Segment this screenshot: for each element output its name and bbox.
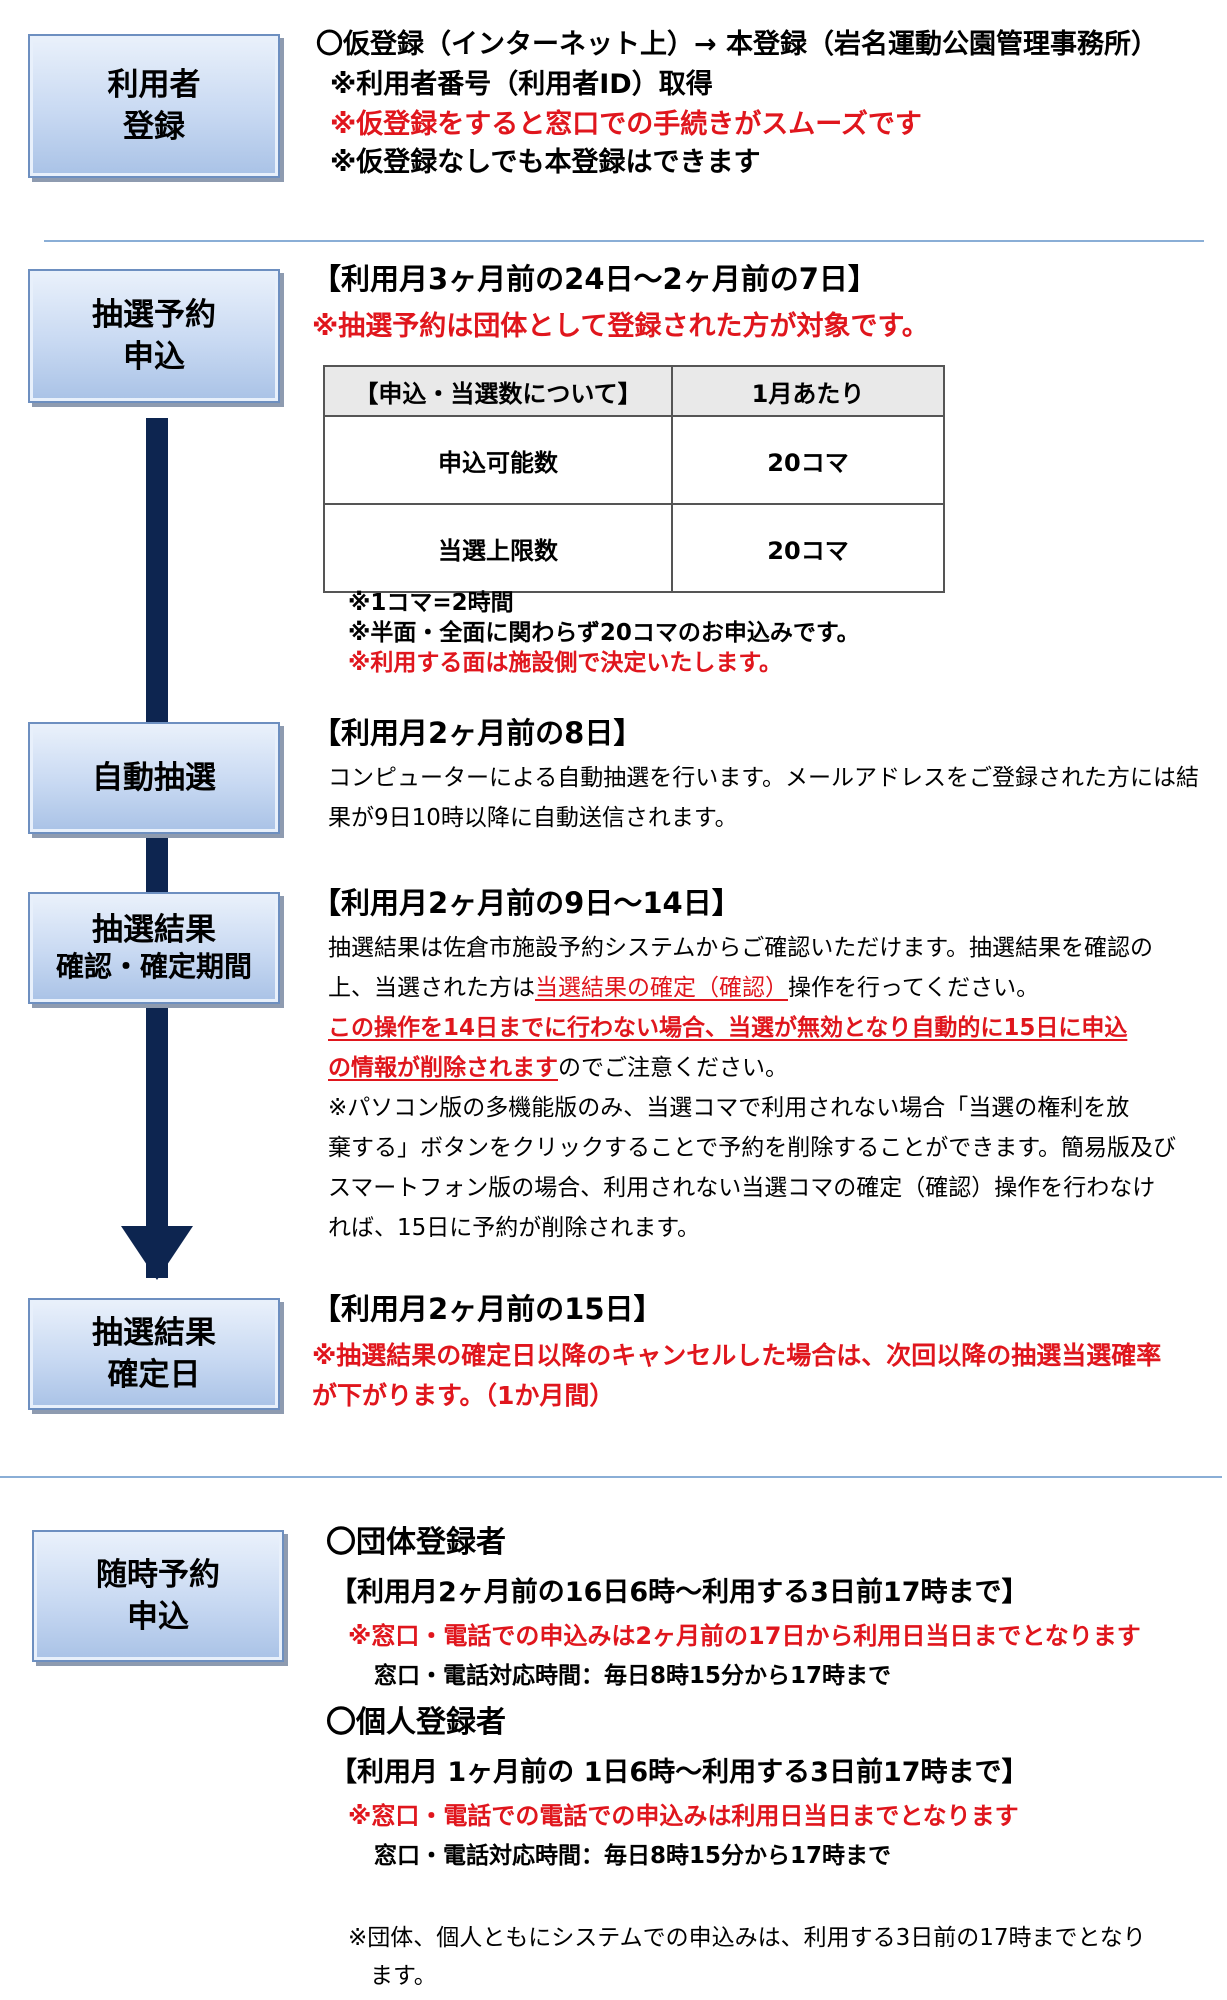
- confirm-period-p7: スマートフォン版の場合、利用されない当選コマの確定（確認）操作を行わなけ: [328, 1175, 1156, 1201]
- flow-arrow-head: [121, 1226, 193, 1280]
- divider-1: [44, 240, 1204, 242]
- lottery-apply-note3: ※利用する面は施設側で決定いたします。: [348, 650, 783, 676]
- anytime-group-title: 〇団体登録者: [326, 1525, 506, 1560]
- confirm-period-p4b: のでご注意ください。: [558, 1055, 788, 1081]
- label-anytime: 随時予約 申込: [32, 1530, 284, 1662]
- anytime-group-red: ※窓口・電話での申込みは2ヶ月前の17日から利用日当日までとなります: [348, 1622, 1141, 1650]
- confirm-period-p5: ※パソコン版の多機能版のみ、当選コマで利用されない場合「当選の権利を放: [328, 1095, 1130, 1121]
- table-header-row: 【申込・当選数について】 1月あたり: [323, 365, 945, 417]
- confirm-period-p6: 棄する」ボタンをクリックすることで予約を削除することができます。簡易版及び: [328, 1135, 1177, 1161]
- lottery-apply-period: 【利用月3ヶ月前の24日～2ヶ月前の7日】: [312, 262, 877, 296]
- anytime-indiv-period: 【利用月 1ヶ月前の 1日6時～利用する3日前17時まで】: [330, 1757, 1029, 1788]
- label-lottery-apply: 抽選予約 申込: [28, 269, 280, 403]
- lottery-apply-note2: ※半面・全面に関わらず20コマのお申込みです。: [348, 620, 860, 646]
- table-cell: 20コマ: [671, 503, 945, 593]
- lottery-apply-note: ※抽選予約は団体として登録された方が対象です。: [312, 311, 929, 342]
- label-auto-lottery-text: 自動抽選: [92, 760, 216, 796]
- auto-lottery-text1: コンピューターによる自動抽選を行います。メールアドレスをご登録された方には結: [328, 765, 1200, 791]
- registration-line2: ※利用者番号（利用者ID）取得: [330, 69, 713, 100]
- confirm-period-p2: 上、当選された方は当選結果の確定（確認）操作を行ってください。: [328, 968, 1039, 1008]
- registration-line1: 〇仮登録（インターネット上）→ 本登録（岩名運動公園管理事務所）: [316, 29, 1159, 60]
- registration-line4: ※仮登録なしでも本登録はできます: [330, 147, 761, 178]
- registration-line3: ※仮登録をすると窓口での手続きがスムーズです: [330, 109, 922, 140]
- confirm-period-p2c: 操作を行ってください。: [788, 975, 1040, 1001]
- confirm-period-p2b: 当選結果の確定（確認）: [535, 975, 788, 1001]
- table-cell: 20コマ: [671, 415, 945, 505]
- flow-arrow-shaft: [146, 418, 168, 1278]
- divider-2: [0, 1476, 1222, 1478]
- label-auto-lottery: 自動抽選: [28, 722, 280, 834]
- table-header-cell: 1月あたり: [671, 365, 945, 417]
- confirm-period-p3: この操作を14日までに行わない場合、当選が無効となり自動的に15日に申込: [328, 1015, 1128, 1041]
- confirm-day-red2: が下がります。（1か月間）: [312, 1381, 615, 1410]
- label-registration-text: 利用者 登録: [107, 67, 201, 145]
- anytime-group-period: 【利用月2ヶ月前の16日6時～利用する3日前17時まで】: [330, 1577, 1029, 1608]
- label-registration: 利用者 登録: [28, 34, 280, 178]
- label-lottery-apply-text: 抽選予約 申込: [92, 297, 216, 375]
- auto-lottery-text2: 果が9日10時以降に自動送信されます。: [328, 805, 738, 831]
- anytime-indiv-hours: 窓口・電話対応時間：毎日8時15分から17時まで: [374, 1843, 892, 1869]
- confirm-period-p2a: 上、当選された方は: [328, 975, 535, 1001]
- label-confirm-period-line1: 抽選結果: [92, 912, 216, 948]
- table-header-cell: 【申込・当選数について】: [323, 365, 673, 417]
- confirm-period-p4a: の情報が削除されます: [328, 1055, 558, 1081]
- anytime-group-hours: 窓口・電話対応時間：毎日8時15分から17時まで: [374, 1663, 892, 1689]
- confirm-day-period: 【利用月2ヶ月前の15日】: [312, 1292, 663, 1326]
- lottery-quota-table: 【申込・当選数について】 1月あたり 申込可能数 20コマ 当選上限数 20コマ: [323, 365, 945, 593]
- confirm-period-p8: れば、15日に予約が削除されます。: [328, 1215, 700, 1241]
- lottery-apply-note1: ※1コマ=2時間: [348, 590, 514, 616]
- table-cell: 当選上限数: [323, 503, 673, 593]
- label-anytime-text: 随時予約 申込: [96, 1557, 220, 1635]
- anytime-indiv-title: 〇個人登録者: [326, 1705, 506, 1740]
- auto-lottery-period: 【利用月2ヶ月前の8日】: [312, 716, 643, 750]
- table-row: 申込可能数 20コマ: [323, 415, 945, 505]
- table-cell: 申込可能数: [323, 415, 673, 505]
- confirm-period-period: 【利用月2ヶ月前の9日～14日】: [312, 886, 741, 920]
- label-confirm-day: 抽選結果 確定日: [28, 1298, 280, 1410]
- confirm-period-p4: の情報が削除されますのでご注意ください。: [328, 1048, 788, 1088]
- anytime-indiv-red: ※窓口・電話での電話での申込みは利用日当日までとなります: [348, 1802, 1019, 1830]
- confirm-period-p1: 抽選結果は佐倉市施設予約システムからご確認いただけます。抽選結果を確認の: [328, 935, 1154, 961]
- anytime-footer2: ます。: [370, 1963, 437, 1989]
- label-confirm-period: 抽選結果 確認・確定期間: [28, 892, 280, 1004]
- label-confirm-day-text: 抽選結果 確定日: [92, 1315, 216, 1393]
- anytime-footer1: ※団体、個人ともにシステムでの申込みは、利用する3日前の17時までとなり: [348, 1925, 1146, 1951]
- confirm-day-red1: ※抽選結果の確定日以降のキャンセルした場合は、次回以降の抽選当選確率: [312, 1341, 1162, 1370]
- label-confirm-period-line2: 確認・確定期間: [55, 950, 252, 983]
- table-row: 当選上限数 20コマ: [323, 503, 945, 593]
